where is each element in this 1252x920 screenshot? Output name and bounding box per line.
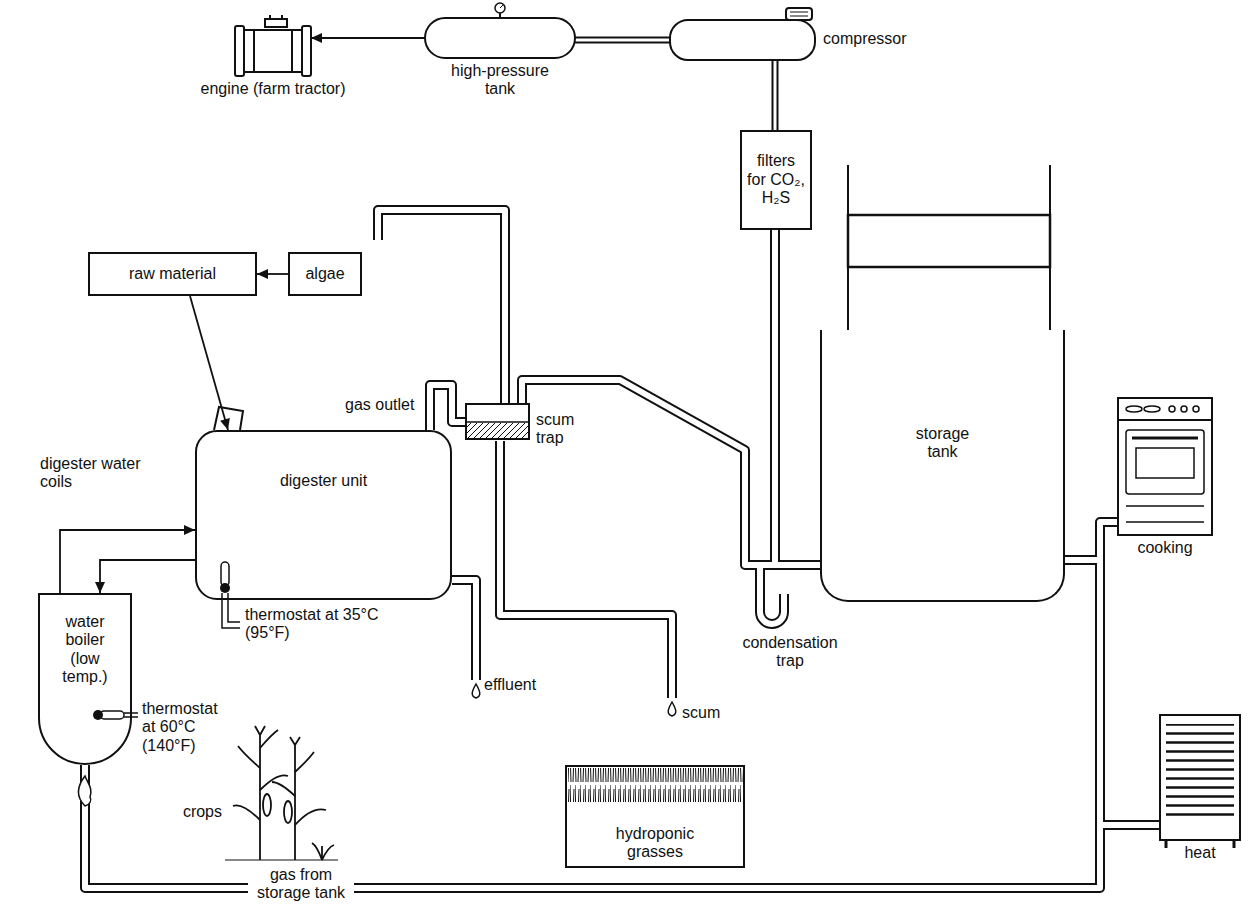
thermostat-label: thermostat at 35°C (95°F) [245,606,380,643]
compressor-drawing [670,8,815,60]
node-label: crops [183,803,222,821]
outlet-label: effluent [484,676,536,694]
condensation-trap [760,568,784,624]
arrow-head [220,418,230,430]
flow-arrow [257,269,288,279]
flow-line [190,296,228,430]
pipe-wall [1065,522,1118,560]
filter-box: filters for CO₂, H₂S [740,130,812,230]
pipe-bore [1065,560,1160,825]
pipe-bore [774,60,777,130]
thermostat-label: thermostat at 60°C (140°F) [142,700,230,755]
arrow-head [95,582,105,593]
arrow-head [184,525,195,535]
gas-holder-bell [848,165,1050,330]
flow-arrow [95,560,195,593]
pipe-label: gas outlet [345,396,414,414]
pipe-wall [1065,560,1160,825]
node-label: algae [305,265,344,283]
storage-tank: storage tank [820,330,1065,602]
pipe-label: gas from storage tank [248,866,354,903]
vent-pipe [378,210,505,405]
node-label: compressor [823,30,907,48]
flow-note: digester water coils [40,455,152,492]
algae-box: algae [288,252,362,296]
pipe-bore [430,385,465,430]
hopper [214,407,243,430]
radiator-drawing [1160,715,1240,848]
flow-line [100,560,195,593]
thermostat-symbol [220,562,240,628]
scum-pipe [500,439,676,716]
digester-box: digester unit [195,430,452,600]
burner-flame [79,776,91,806]
node-label: hydroponic grasses [595,825,715,862]
pressure-tank-drawing [425,3,575,58]
pipe-bore [775,230,820,565]
node-label: scum trap [536,411,596,448]
arrow-head [257,269,268,279]
node-label: raw material [129,265,216,283]
flow-arrow [190,296,230,430]
effluent-pipe [450,580,480,698]
heater-node: heat [1160,715,1240,840]
pipe-bore [85,560,1100,888]
pipe-wall [772,60,779,130]
compressor-node: compressor [670,20,815,60]
flow-line [311,37,425,39]
pipe-wall [85,560,1100,888]
flow-line [60,530,195,593]
scum-hatching [466,422,529,438]
engine-node: engine (farm tractor) [235,26,311,76]
node-label: filters for CO₂, H₂S [746,152,806,207]
flow-lines [60,33,425,593]
boiler-tank: water boiler (low temp.) [38,593,132,765]
flow-arrow [60,525,195,593]
stove-node: cooking [1118,398,1212,535]
node-label: digester unit [224,472,424,490]
pipe-bore [1065,522,1118,560]
hydroponic-box: hydroponic grasses [565,765,745,868]
node-label: heat [1184,844,1215,862]
material-box: raw material [88,252,257,296]
node-label: storage tank [903,425,983,462]
stove-drawing [1118,398,1212,535]
engine-drawing [235,15,311,76]
grass-texture [568,768,743,802]
node-label: water boiler (low temp.) [50,613,120,687]
node-label: high-pressure tank [445,62,555,99]
crops-drawing [225,726,338,860]
pipe-bore [575,39,670,42]
pipe-walls [85,40,1160,888]
pressure-tank-node: high-pressure tank [425,18,575,58]
pipe-wall [430,385,465,430]
pipe-bores [85,40,1160,888]
trap-label: condensation trap [730,634,850,671]
scum-trap-box: scum trap [465,403,530,440]
flow-arrow [311,33,425,43]
crops-node: crops [230,725,335,860]
node-label: cooking [1137,539,1192,557]
pipe-wall [775,230,820,565]
outlet-label: scum [682,704,720,722]
pipe-wall [575,37,670,44]
arrow-head [311,33,322,43]
node-label: engine (farm tractor) [201,80,346,98]
